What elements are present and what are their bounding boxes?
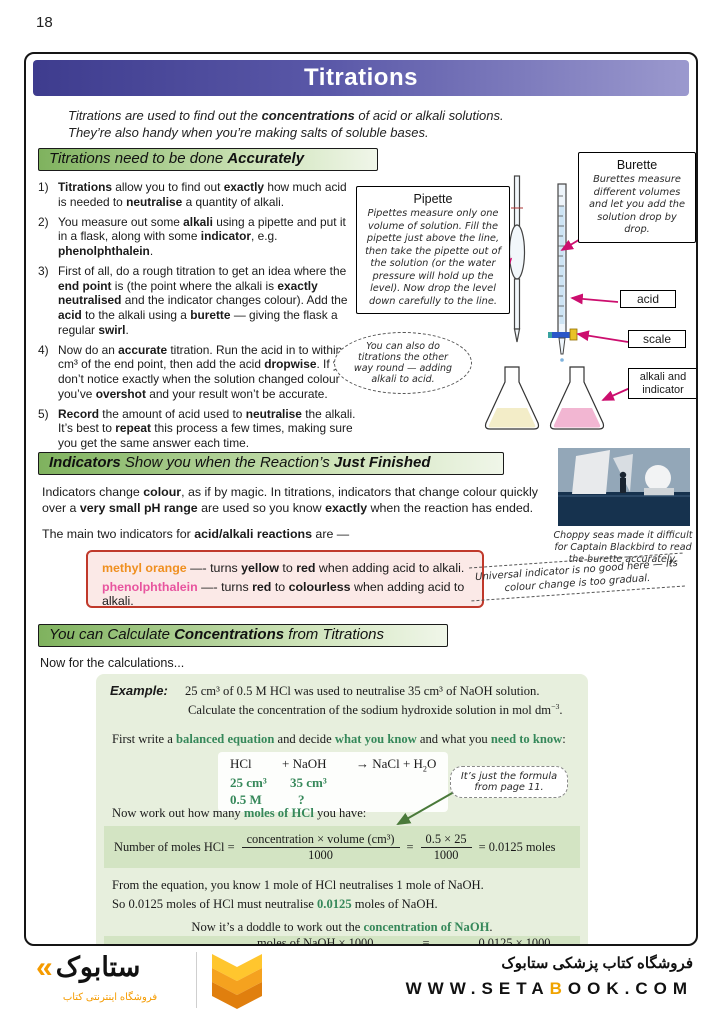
- list-item: 1) Titrations allow you to find out exac…: [38, 180, 358, 210]
- indicators-lead: The main two indicators for acid/alkali …: [42, 527, 350, 541]
- eq-naoh: + NaOH: [282, 756, 327, 771]
- moles-formula: Number of moles HCl = concentration × vo…: [104, 826, 580, 868]
- example-step-2: Now work out how many moles of HCl you h…: [112, 806, 367, 820]
- moles-formula-result: = 0.0125 moles: [478, 839, 556, 854]
- cut-fraction-1: moles of NaOH × 1000: [252, 936, 378, 944]
- footer: « ستابوک فروشگاه اینترنتی کتاب فروشگاه ک…: [0, 948, 723, 1023]
- list-item-text: Record the amount of acid used to neutra…: [58, 406, 356, 451]
- pipette-drawing: [508, 175, 526, 343]
- formula-note: It’s just the formula from page 11.: [450, 766, 568, 798]
- burette-callout: Burette Burettes measure different volum…: [578, 152, 696, 243]
- eq-vol-hcl: 25 cm³: [230, 774, 267, 790]
- section-heading-calculations: You can Calculate Concentrations from Ti…: [38, 624, 448, 647]
- concentration-formula-cut: moles of NaOH × 1000 = 0.0125 × 1000: [104, 936, 580, 946]
- chemical-equation: HCl + NaOH → NaCl + H2O 25 cm³ 35 cm³ 0.…: [218, 752, 449, 812]
- list-item-text: You measure out some alkali using a pipe…: [58, 214, 346, 259]
- list-item-number: 5): [38, 406, 49, 421]
- eq-vol-naoh: 35 cm³: [290, 774, 327, 790]
- list-item: 2) You measure out some alkali using a p…: [38, 215, 358, 259]
- example-step-3: From the equation, you know 1 mole of HC…: [112, 878, 484, 892]
- eq-conc-hcl: 0.5 M: [230, 791, 262, 807]
- example-line-2: Calculate the concentration of the sodiu…: [188, 702, 563, 718]
- list-item: 4) Now do an accurate titration. Run the…: [38, 343, 358, 402]
- eq-hcl: HCl: [230, 756, 252, 771]
- ship-photo: [558, 448, 690, 526]
- url-part: OOK.COM: [567, 979, 693, 998]
- phenolphthalein-line: phenolphthalein —- turns red to colourle…: [102, 580, 465, 608]
- titration-apparatus-diagram: [484, 175, 631, 430]
- section-heading-indicators: Indicators Show you when the Reaction’s …: [38, 452, 504, 475]
- brand-chevron-mark: «: [36, 950, 53, 984]
- intro-text: Titrations are used to find out the conc…: [68, 108, 504, 140]
- url-highlight: B: [549, 979, 568, 998]
- left-flask: [484, 366, 540, 430]
- list-item-text: Titrations allow you to find out exactly…: [58, 180, 347, 209]
- universal-indicator-note: Universal indicator is no good here — it…: [469, 552, 685, 602]
- label-scale: scale: [628, 330, 686, 348]
- burette-callout-title: Burette: [616, 158, 658, 172]
- list-item-text: Now do an accurate titration. Run the ac…: [58, 342, 353, 401]
- titration-steps-list: 1) Titrations allow you to find out exac…: [38, 180, 358, 456]
- section-heading-accuracy: Titrations need to be done Accurately: [38, 148, 378, 171]
- brand-name: ستابوک: [55, 952, 141, 982]
- list-item-number: 3): [38, 263, 49, 278]
- burette-callout-text: Burettes measure different volumes and l…: [589, 174, 685, 236]
- setabook-chevron-icon: [212, 954, 262, 1009]
- burette-drawing: [548, 183, 578, 362]
- example-problem-text: 25 cm³ of 0.5 M HCl was used to neutrali…: [184, 684, 540, 698]
- ship-photo-caption: Choppy seas made it difficult for Captai…: [553, 530, 693, 565]
- pipette-callout-title: Pipette: [413, 192, 453, 206]
- eq-conc-naoh: ?: [298, 791, 305, 807]
- label-alkali-indicator: alkali and indicator: [628, 368, 696, 400]
- brand-logo: « ستابوک: [36, 952, 140, 983]
- list-item-number: 4): [38, 342, 49, 357]
- list-item: 5) Record the amount of acid used to neu…: [38, 407, 358, 451]
- indicators-box: methyl orange —- turns yellow to red whe…: [86, 550, 484, 608]
- eq-products: → NaCl + H2O: [356, 756, 437, 774]
- cut-fraction-2: 0.0125 × 1000: [473, 936, 555, 944]
- list-item: 3) First of all, do a rough titration to…: [38, 264, 358, 338]
- example-step-4: So 0.0125 moles of HCl must neutralise 0…: [112, 897, 438, 911]
- brand-subtitle: فروشگاه اینترنتی کتاب: [62, 992, 158, 1003]
- formula-note-arrow: [396, 791, 455, 825]
- footer-tagline: فروشگاه کتاب پزشکی ستابوک: [501, 955, 693, 972]
- moles-formula-lhs: Number of moles HCl =: [114, 839, 235, 854]
- right-flask: [549, 366, 605, 430]
- methyl-orange-line: methyl orange —- turns yellow to red whe…: [102, 561, 465, 575]
- list-item-number: 1): [38, 180, 49, 194]
- page-number: 18: [36, 14, 53, 31]
- example-line-1: Example: 25 cm³ of 0.5 M HCl was used to…: [110, 683, 540, 699]
- url-part: WWW.SETA: [405, 979, 550, 998]
- list-item-text: First of all, do a rough titration to ge…: [58, 263, 348, 337]
- alternative-titration-note: You can also do titrations the other way…: [334, 332, 472, 394]
- example-label: Example:: [110, 683, 168, 698]
- example-step-1: First write a balanced equation and deci…: [112, 732, 566, 746]
- label-acid: acid: [620, 290, 676, 308]
- equals-sign: =: [406, 839, 414, 854]
- pipette-callout-text: Pipettes measure only one volume of solu…: [365, 208, 501, 307]
- equals-sign: =: [422, 936, 430, 946]
- footer-url: WWW.SETABOOK.COM: [406, 979, 693, 999]
- page-title: Titrations: [33, 60, 689, 96]
- moles-formula-fraction-1: concentration × volume (cm³) 1000: [241, 832, 400, 862]
- page-title-text: Titrations: [304, 64, 418, 91]
- example-box: Example: 25 cm³ of 0.5 M HCl was used to…: [96, 674, 588, 946]
- calculations-lead: Now for the calculations...: [40, 656, 185, 670]
- list-item-number: 2): [38, 214, 49, 229]
- pipette-callout: Pipette Pipettes measure only one volume…: [356, 186, 510, 315]
- indicators-paragraph: Indicators change colour, as if by magic…: [42, 485, 538, 516]
- content-frame: Titrations Titrations are used to find o…: [24, 52, 698, 946]
- footer-divider: [196, 952, 197, 1008]
- example-step-5: Now it’s a doddle to work out the concen…: [191, 920, 493, 934]
- moles-formula-fraction-2: 0.5 × 25 1000: [420, 832, 472, 862]
